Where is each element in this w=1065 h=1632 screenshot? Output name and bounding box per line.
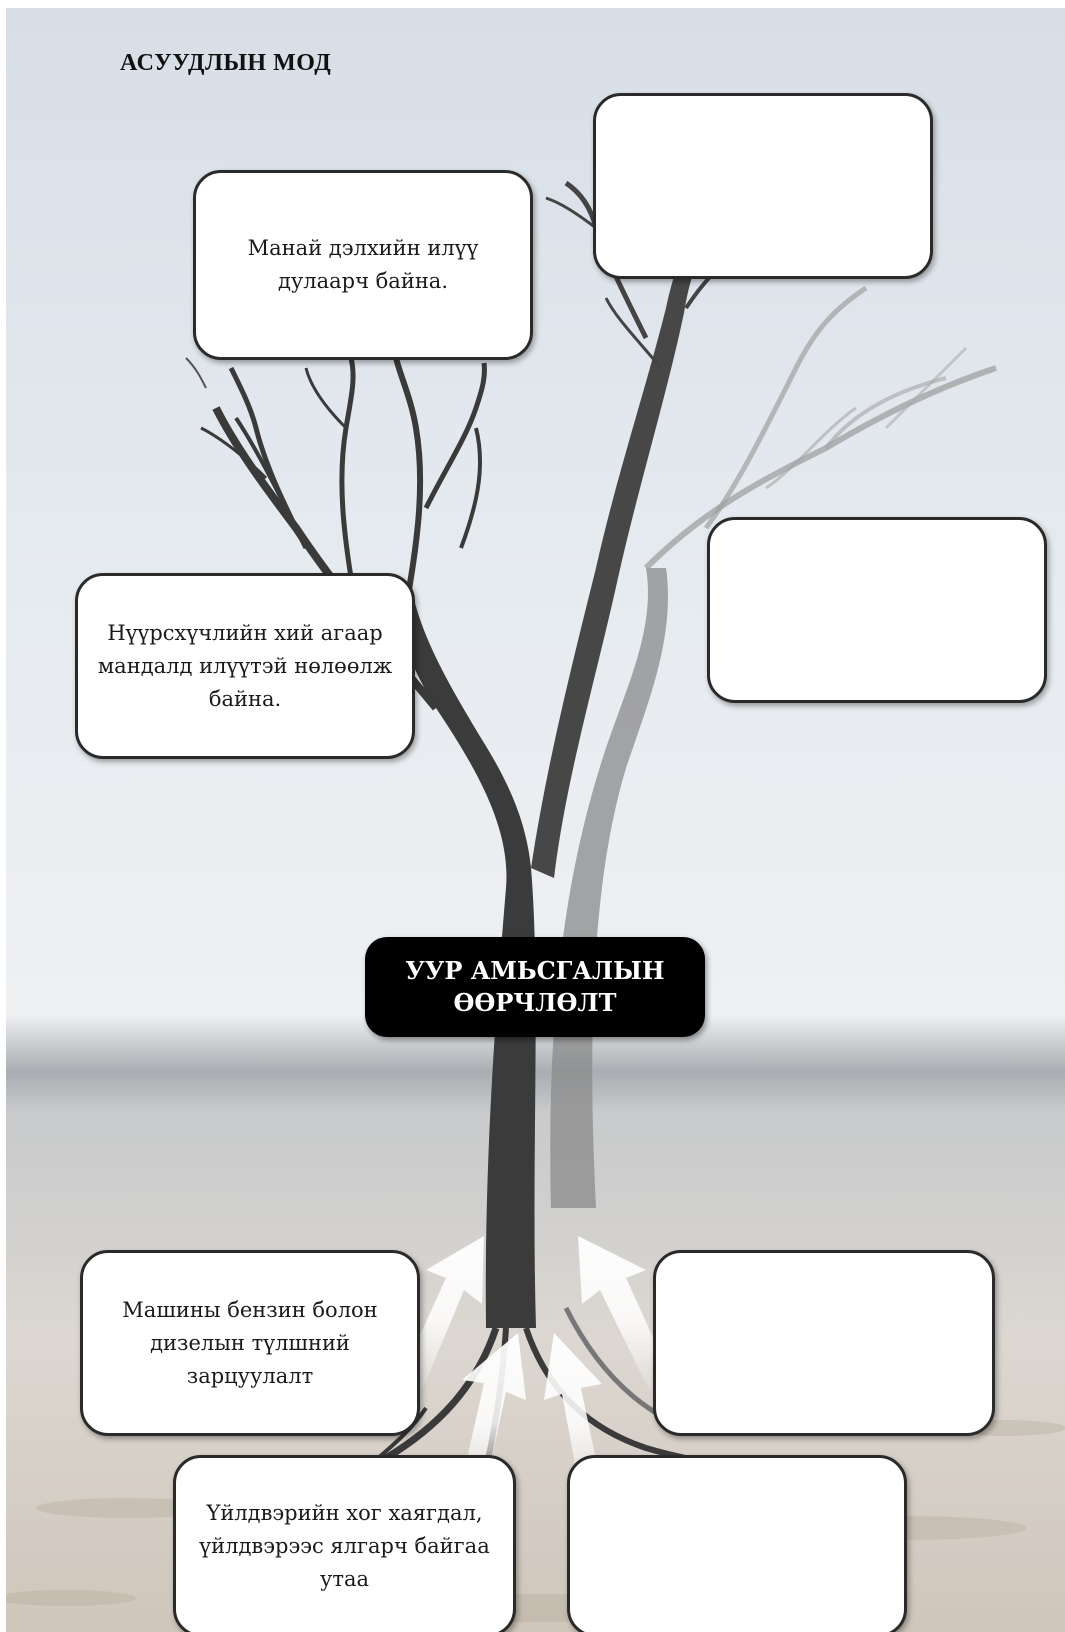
effect-box-3-text: Нүүрсхүчлийн хий агаар мандалд илүүтэй н… — [97, 620, 393, 711]
effect-box-3[interactable]: Нүүрсхүчлийн хий агаар мандалд илүүтэй н… — [75, 573, 415, 759]
cause-box-2[interactable] — [653, 1250, 995, 1436]
cause-box-1-text: Машины бензин болон дизелын түлшний зарц… — [122, 1297, 378, 1388]
central-problem-box: УУР АМЬСГАЛЫН ӨӨРЧЛӨЛТ — [365, 937, 705, 1037]
effect-box-1-text: Манай дэлхийн илүү дулаарч байна. — [247, 236, 479, 293]
cause-box-3[interactable]: Үйлдвэрийн хог хаягдал, үйлдвэрээс ялгар… — [173, 1455, 516, 1632]
effect-box-4[interactable] — [707, 517, 1047, 703]
diagram-title: АСУУДЛЫН МОД — [120, 50, 332, 76]
central-problem-text: УУР АМЬСГАЛЫН ӨӨРЧЛӨЛТ — [405, 956, 665, 1017]
cause-box-3-text: Үйлдвэрийн хог хаягдал, үйлдвэрээс ялгар… — [199, 1500, 490, 1591]
cause-box-4[interactable] — [567, 1455, 907, 1632]
effect-box-1[interactable]: Манай дэлхийн илүү дулаарч байна. — [193, 170, 533, 360]
effect-box-2[interactable] — [593, 93, 933, 279]
cause-box-1[interactable]: Машины бензин болон дизелын түлшний зарц… — [80, 1250, 420, 1436]
